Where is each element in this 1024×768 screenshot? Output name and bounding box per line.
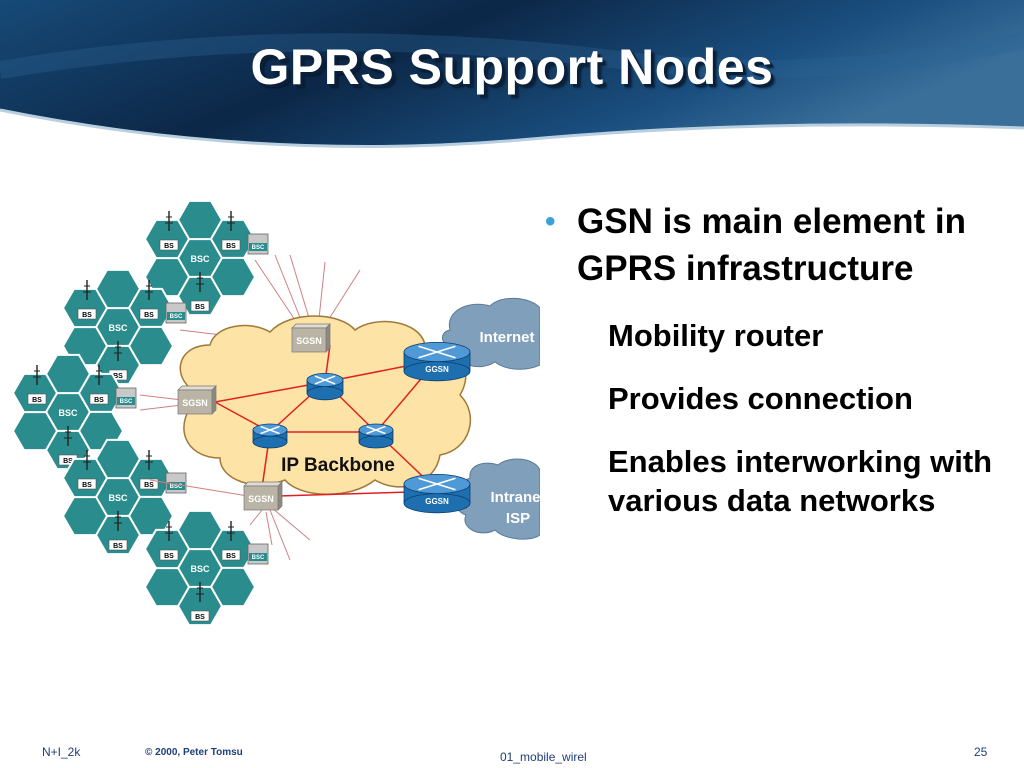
bs-box [108,539,128,551]
sgsn-label: SGSN [248,494,274,504]
routers: GGSN GGSN [252,341,471,514]
sgsn-node: SGSN [291,323,331,353]
ggsn-label: GGSN [425,365,449,374]
header-banner [0,0,1024,149]
bsc-label: BSC [190,564,210,574]
bsc-label: BSC [58,408,78,418]
bs-box [139,308,159,320]
footer-copyright: © 2000, Peter Tomsu [145,747,243,758]
bs-box [190,300,210,312]
bs-label: BS [226,243,236,250]
footer-file: 01_mobile_wirel [500,750,587,764]
hex-cell [143,528,191,570]
bs-box [89,393,109,405]
cell-cluster: BSC BS BS BS BSC [143,509,269,627]
bs-label: BS [32,397,42,404]
bsc-unit-plate [249,553,267,561]
bsc-unit-plate [117,397,135,405]
bullet-dot-icon: • [545,205,556,238]
bullet-list: • GSN is main element in GPRS infrastruc… [542,198,1012,520]
slide-title: GPRS Support Nodes [250,39,774,95]
bs-label: BS [94,397,104,404]
bs-box [221,549,241,561]
ggsn-router-icon: GGSN [403,341,471,382]
hex-cell [61,495,109,537]
hex-cell [61,457,109,499]
ip-backbone-label: IP Backbone [281,455,395,476]
cell-cluster: BSC BS BS BS BSC [11,353,137,471]
intranet-cloud [454,458,540,540]
bullet-main-text: GSN is main element in GPRS infrastructu… [577,202,966,288]
bullet-main: • GSN is main element in GPRS infrastruc… [542,198,1012,292]
bs-label: BS [195,614,205,621]
bs-label: BS [82,312,92,319]
router-icon [358,423,394,449]
bs-box [139,478,159,490]
bsc-unit-plate [249,243,267,251]
ggsn-router-icon: GGSN [403,473,471,514]
footer-page-number: 25 [974,745,988,759]
bsc-unit-label: BSC [120,399,133,405]
slide-header: GPRS Support Nodes [0,0,1024,150]
bsc-label: BSC [108,493,128,503]
bsc-unit-plate [167,312,185,320]
bsc-unit-label: BSC [170,484,183,490]
bsc-label: BSC [190,254,210,264]
cell-cluster: BSC BS BS BS BSC [143,199,269,317]
intranet-label: Intranet [490,489,540,506]
bs-label: BS [195,304,205,311]
sgsn-label: SGSN [296,336,322,346]
isp-label: ISP [506,510,530,527]
sub-bullet: Enables interworking with various data n… [608,444,993,518]
internet-label: Internet [479,329,534,346]
bs-box [77,308,97,320]
sgsn-node: SGSN [177,385,217,415]
bs-box [77,478,97,490]
hex-cell [143,218,191,260]
sgsn-node: SGSN [243,481,283,511]
bs-label: BS [144,312,154,319]
hex-cell [61,287,109,329]
bs-label: BS [113,373,123,380]
bs-box [27,393,47,405]
bsc-unit-label: BSC [252,555,265,561]
bs-label: BS [63,458,73,465]
bs-label: BS [164,553,174,560]
bsc-unit-label: BSC [252,245,265,251]
bs-label: BS [82,482,92,489]
hex-cell [11,372,59,414]
bs-box [190,610,210,622]
bs-box [221,239,241,251]
cell-cluster: BSC BS BS BS BSC [61,438,187,556]
bs-box [159,549,179,561]
footer-left: N+I_2k [42,745,81,759]
bsc-label: BSC [108,323,128,333]
sgsn-label: SGSN [182,398,208,408]
bsc-unit-label: BSC [170,314,183,320]
bs-label: BS [226,553,236,560]
bs-label: BS [113,543,123,550]
hex-cell [143,566,191,608]
cell-cluster: BSC BS BS BS BSC [61,268,187,386]
sub-bullet: Provides connection [608,381,913,416]
bs-label: BS [144,482,154,489]
bsc-unit-plate [167,482,185,490]
hex-cell [11,410,59,452]
bs-box [159,239,179,251]
sgsn-nodes: SGSN SGSN SGSN [177,323,331,511]
bs-label: BS [164,243,174,250]
router-icon [306,372,344,401]
ggsn-label: GGSN [425,497,449,506]
sub-bullet: Mobility router [608,318,824,353]
router-icon [252,423,288,449]
